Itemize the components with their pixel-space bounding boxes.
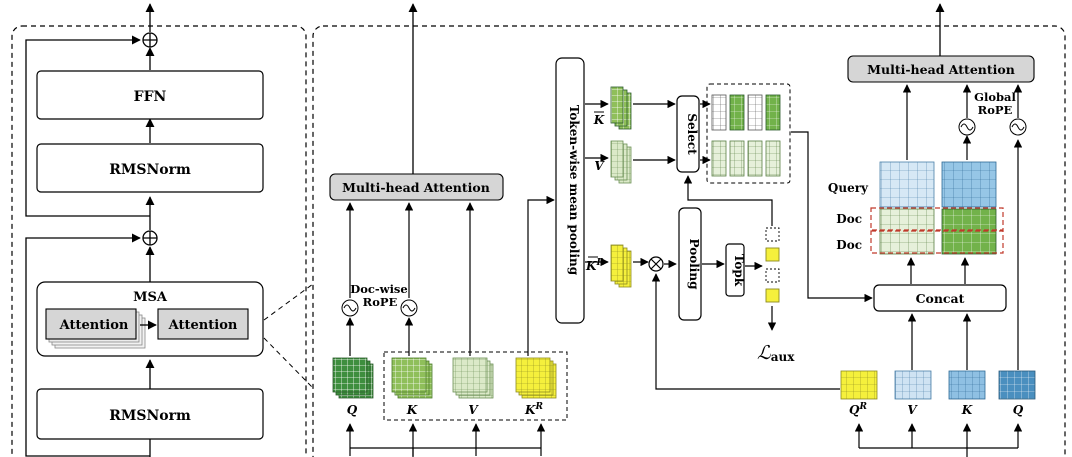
q-token-grid	[332, 357, 374, 399]
v-label: V	[468, 403, 479, 417]
attention-right-box	[157, 308, 249, 340]
kvkr-group-border	[383, 351, 568, 421]
token-pooling-label: Token-wise mean pooling	[567, 105, 581, 276]
concat-box	[873, 284, 1007, 312]
k-label: K	[406, 403, 418, 417]
q-label-right: Q	[1013, 403, 1024, 417]
rmsnorm-top-label: RMSNorm	[109, 162, 191, 178]
arrow-mask-to-select	[683, 175, 773, 226]
v-label-right: V	[907, 403, 918, 417]
selected-blocks-border	[706, 83, 791, 184]
kbar-grid	[610, 86, 632, 130]
k-grid-right	[948, 370, 986, 400]
qr-grid	[840, 370, 878, 400]
mha-middle-box	[329, 173, 504, 201]
query-label: Query	[828, 181, 869, 195]
add-node-upper	[142, 32, 158, 48]
token-pooling-bar	[555, 57, 585, 324]
doc-label-1: Doc	[836, 212, 862, 226]
query-grid-right	[941, 161, 997, 208]
selected-k-blocks	[711, 94, 781, 131]
residual-lower	[25, 233, 150, 457]
mha-middle-label: Multi-head Attention	[342, 180, 490, 195]
attention-left-stack	[45, 308, 146, 349]
vbar-label: V	[594, 159, 605, 173]
topk-label: Topk	[732, 254, 746, 287]
attention-left-label: Attention	[59, 318, 129, 333]
doc-label-2: Doc	[836, 238, 862, 252]
left-block: FFN RMSNorm MSA Attention Attention RMSN…	[11, 3, 307, 457]
pooling-box	[678, 207, 702, 321]
attention-right-label: Attention	[168, 318, 238, 333]
select-label: Select	[685, 113, 699, 155]
query-grid-left	[879, 161, 935, 208]
zoom-connector-top	[263, 283, 314, 321]
k-label-right: K	[961, 403, 973, 417]
global-rope-icon-q	[1009, 118, 1027, 136]
mha-right-label: Multi-head Attention	[867, 62, 1015, 77]
rmsnorm-top-box	[36, 143, 264, 193]
ffn-box	[36, 70, 264, 120]
krbar-grid	[610, 244, 632, 288]
arrow-selected-to-concat	[791, 131, 873, 303]
middle-block: Multi-head Attention Doc-wise RoPE	[329, 3, 568, 457]
residual-upper	[25, 35, 150, 217]
q-label: Q	[347, 403, 358, 417]
kr-token-grid	[515, 357, 557, 399]
selected-v-blocks	[711, 140, 781, 177]
doc-wise-rope-line2: RoPE	[363, 295, 398, 309]
doc-wise-rope-line1: Doc-wise	[350, 282, 407, 296]
pooling-label: Pooling	[687, 239, 701, 291]
selection-block: Token-wise mean pooling K V KR	[555, 57, 873, 390]
v-grid-right	[894, 370, 932, 400]
global-rope-line2: RoPE	[978, 103, 1013, 117]
v-token-grid	[452, 357, 494, 399]
mha-right-box	[847, 55, 1035, 83]
vbar-grid	[610, 140, 632, 184]
add-node-lower	[142, 230, 158, 246]
concat-label: Concat	[916, 291, 965, 306]
rope-icon-k	[400, 299, 418, 317]
doc-highlight-2	[870, 230, 1004, 254]
aux-loss-label: ℒaux	[757, 342, 795, 364]
rmsnorm-bottom-box	[36, 388, 264, 440]
select-box	[676, 95, 700, 173]
rmsnorm-bottom-label: RMSNorm	[109, 408, 191, 424]
kr-label: KR	[524, 402, 543, 417]
topk-box	[725, 243, 745, 297]
detail-region-border	[312, 25, 1066, 457]
kbar-label: K	[593, 113, 605, 127]
ffn-label: FFN	[134, 89, 167, 105]
q-grid-right	[998, 370, 1036, 400]
global-rope-icon-k	[958, 118, 976, 136]
arrow-kr-to-pooling-bar	[527, 195, 555, 356]
msa-label: MSA	[133, 290, 168, 305]
multiply-node	[648, 256, 664, 272]
rope-icon-q	[341, 299, 359, 317]
arrow-qr-to-multiply	[651, 273, 840, 390]
doc-highlight-1	[870, 207, 1004, 231]
krbar-label: KR	[585, 258, 604, 273]
global-rope-line1: Global	[974, 90, 1016, 104]
right-block: Multi-head Attention Global RoPE Query D…	[828, 3, 1036, 457]
topk-mask	[765, 227, 780, 303]
zoom-connector-bottom	[263, 337, 314, 389]
k-token-grid	[391, 357, 433, 399]
qr-label: QR	[849, 402, 867, 417]
left-block-border	[11, 25, 307, 457]
